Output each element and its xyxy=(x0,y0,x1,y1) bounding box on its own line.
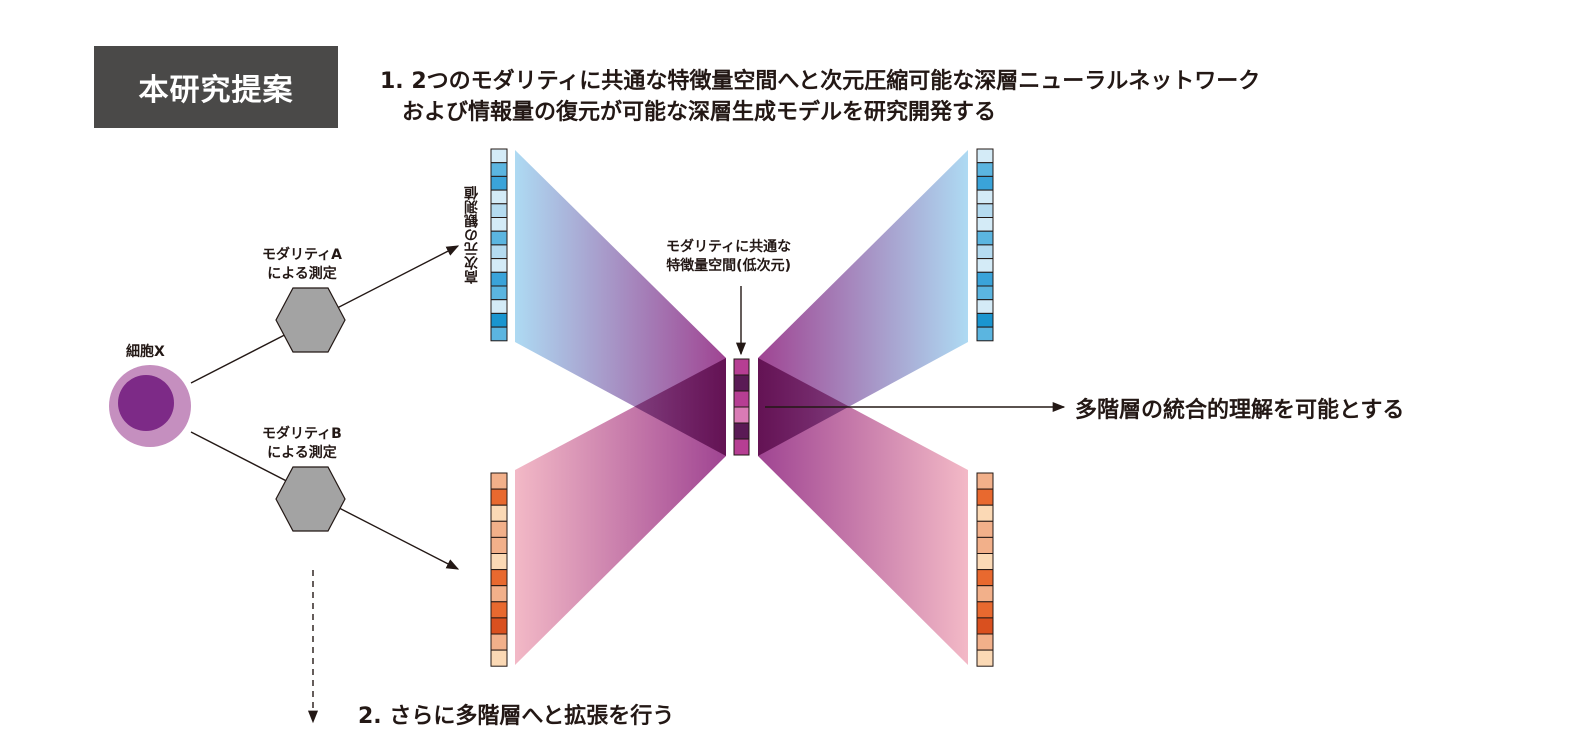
observation-b-output-cell xyxy=(976,553,994,571)
observation-b-input-cell xyxy=(490,585,508,603)
encoder-fan-blue xyxy=(515,150,726,456)
latent-cell xyxy=(733,438,750,456)
observation-a-output-cell xyxy=(976,230,994,246)
observation-b-output-cell xyxy=(976,536,994,555)
observation-a-input-cell xyxy=(490,217,508,232)
observation-a-output-cell xyxy=(976,285,994,301)
observation-a-input-cell xyxy=(490,244,508,260)
modality-a-label-line-2: による測定 xyxy=(267,266,337,282)
observation-a-input-cell xyxy=(490,285,508,301)
observation-vector-b-input xyxy=(490,472,508,667)
observation-a-input-cell xyxy=(490,271,508,287)
observation-b-input-cell xyxy=(490,553,508,571)
goal-1-line-2: および情報量の復元が可能な深層生成モデルを研究開発する xyxy=(402,100,997,125)
observation-b-output-cell xyxy=(976,472,994,490)
modality-a-label: モダリティA による測定 xyxy=(262,246,342,284)
observation-a-output-cell xyxy=(976,271,994,287)
modality-a-label-line-1: モダリティA xyxy=(262,247,342,263)
observation-b-output-cell xyxy=(976,633,994,651)
observation-b-input-cell xyxy=(490,520,508,538)
observation-b-input-cell xyxy=(490,472,508,490)
observation-a-output-cell xyxy=(976,203,994,219)
observation-a-output-cell xyxy=(976,299,994,314)
high-dim-observation-label: 高次元の観測値 xyxy=(464,186,480,284)
goal-2-text: 2. さらに多階層へと拡張を行う xyxy=(358,704,675,729)
observation-a-output-cell xyxy=(976,258,994,273)
observation-b-output-cell xyxy=(976,585,994,603)
modality-b-hexagon xyxy=(275,466,346,532)
observation-a-output-cell xyxy=(976,189,994,205)
observation-a-input-cell xyxy=(490,258,508,273)
observation-b-output-cell xyxy=(976,504,994,522)
observation-b-output-cell xyxy=(976,520,994,538)
observation-b-input-cell xyxy=(490,649,508,667)
observation-b-input-cell xyxy=(490,633,508,651)
cell-nucleus xyxy=(118,375,174,431)
observation-a-output-cell xyxy=(976,244,994,260)
cell-label: 細胞X xyxy=(126,344,165,360)
observation-a-input-cell xyxy=(490,148,508,164)
latent-cell xyxy=(733,406,750,424)
latent-space-label: モダリティに共通な 特徴量空間(低次元) xyxy=(666,238,791,276)
observation-b-output-cell xyxy=(976,617,994,635)
latent-cell xyxy=(733,358,750,376)
observation-a-output-cell xyxy=(976,326,994,342)
goal-1-line-1: 1. 2つのモダリティに共通な特徴量空間へと次元圧縮可能な深層ニューラルネットワ… xyxy=(380,69,1261,94)
modality-b-label-line-2: による測定 xyxy=(267,445,337,461)
proposal-badge: 本研究提案 xyxy=(94,46,338,128)
observation-a-input-cell xyxy=(490,189,508,205)
latent-space-label-line-1: モダリティに共通な xyxy=(666,239,792,255)
observation-a-input-cell xyxy=(490,326,508,342)
observation-a-input-cell xyxy=(490,203,508,219)
observation-b-input-cell xyxy=(490,536,508,555)
observation-b-input-cell xyxy=(490,601,508,619)
latent-cell xyxy=(733,422,750,440)
modality-a-hexagon xyxy=(275,287,346,353)
latent-space-label-line-2: 特徴量空間(低次元) xyxy=(666,258,791,274)
observation-a-input-cell xyxy=(490,230,508,246)
observation-b-input-cell xyxy=(490,569,508,587)
decoder-fan-pink xyxy=(758,358,968,665)
observation-a-output-cell xyxy=(976,312,994,328)
decoder-fan-blue xyxy=(758,150,968,456)
outcome-text: 多階層の統合的理解を可能とする xyxy=(1075,398,1405,423)
goal-1-text: 1. 2つのモダリティに共通な特徴量空間へと次元圧縮可能な深層ニューラルネットワ… xyxy=(380,66,1260,128)
observation-a-output-cell xyxy=(976,148,994,164)
modality-b-label-line-1: モダリティB xyxy=(262,426,342,442)
observation-b-input-cell xyxy=(490,488,508,506)
observation-a-output-cell xyxy=(976,217,994,232)
latent-cell xyxy=(733,374,750,392)
observation-b-input-cell xyxy=(490,504,508,522)
observation-a-input-cell xyxy=(490,175,508,191)
observation-a-output-cell xyxy=(976,162,994,177)
observation-b-output-cell xyxy=(976,569,994,587)
observation-vector-a-input xyxy=(490,148,508,342)
observation-b-output-cell xyxy=(976,601,994,619)
observation-vector-a-output xyxy=(976,148,994,342)
latent-cell xyxy=(733,390,750,408)
observation-b-output-cell xyxy=(976,488,994,506)
observation-b-input-cell xyxy=(490,617,508,635)
observation-vector-b-output xyxy=(976,472,994,667)
modality-b-label: モダリティB による測定 xyxy=(262,425,342,463)
observation-a-output-cell xyxy=(976,175,994,191)
observation-a-input-cell xyxy=(490,162,508,177)
encoder-fan-pink xyxy=(515,358,726,665)
observation-b-output-cell xyxy=(976,649,994,667)
observation-a-input-cell xyxy=(490,312,508,328)
latent-vector xyxy=(733,358,750,456)
observation-a-input-cell xyxy=(490,299,508,314)
